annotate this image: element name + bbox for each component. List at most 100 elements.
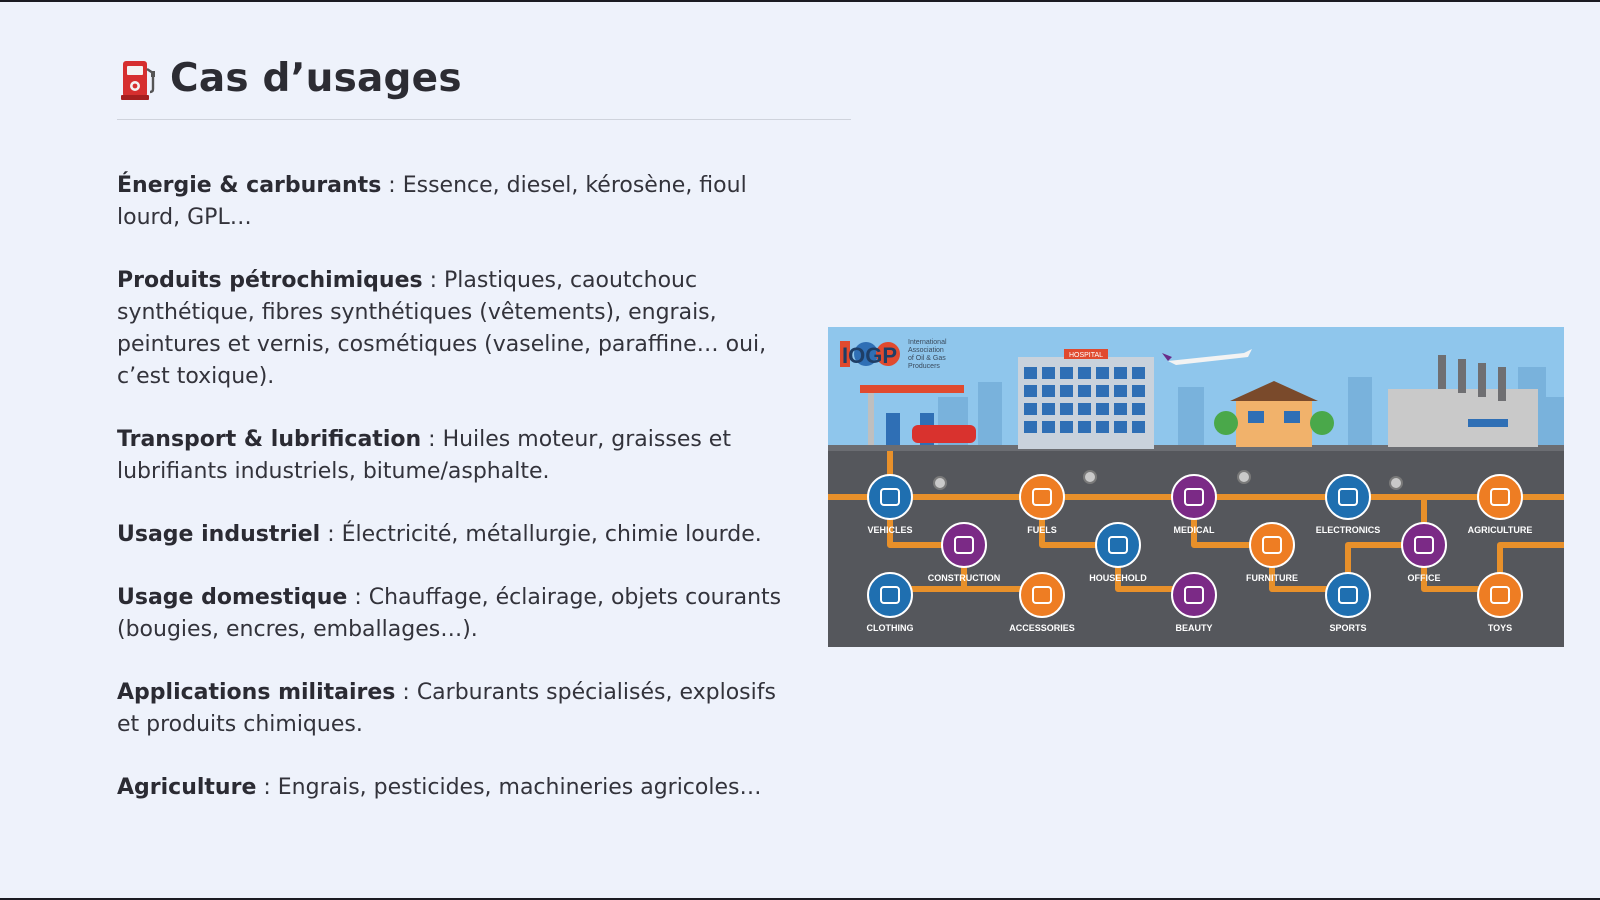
product-category: TOYS	[1477, 572, 1523, 633]
product-category-label: BEAUTY	[1175, 623, 1212, 633]
fuel-icon	[1019, 474, 1065, 520]
skyline-building	[1348, 377, 1372, 449]
window	[1096, 385, 1109, 397]
icon-glyph	[1108, 536, 1128, 554]
iogp-logo: IOGP	[842, 343, 897, 368]
product-category: ACCESSORIES	[1009, 572, 1075, 633]
product-category: CLOTHING	[867, 572, 914, 633]
org-name-line: of Oil & Gas	[908, 355, 946, 362]
car-icon	[867, 474, 913, 520]
window	[1060, 385, 1073, 397]
cosmetics-icon	[1171, 572, 1217, 618]
product-category-label: TOYS	[1488, 623, 1512, 633]
fuel-pump-icon	[121, 60, 155, 100]
page-title: Cas d’usages	[170, 56, 462, 101]
window	[1248, 411, 1264, 423]
window	[1078, 403, 1091, 415]
skyline-building	[1538, 397, 1564, 449]
use-case-item: Énergie & carburants : Essence, diesel, …	[117, 170, 797, 234]
icon-glyph	[1490, 586, 1510, 604]
skyline-building	[1178, 387, 1204, 449]
use-case-text: Essence, diesel, kérosène, fioul lourd, …	[117, 173, 747, 230]
icon-glyph	[1184, 586, 1204, 604]
product-category-label: ELECTRONICS	[1316, 525, 1381, 535]
product-category: OFFICE	[1401, 522, 1447, 583]
icon-glyph	[1032, 586, 1052, 604]
use-case-label: Énergie & carburants	[117, 173, 382, 198]
icon-glyph	[1338, 586, 1358, 604]
factory-window	[1468, 419, 1508, 427]
use-case-item: Applications militaires : Carburants spé…	[117, 677, 797, 741]
product-category-label: HOUSEHOLD	[1089, 573, 1147, 583]
airplane-tail	[1162, 353, 1172, 361]
use-case-item: Produits pétrochimiques : Plastiques, ca…	[117, 265, 797, 393]
icon-glyph	[954, 536, 974, 554]
product-category-label: OFFICE	[1408, 573, 1441, 583]
product-category: HOUSEHOLD	[1089, 522, 1147, 583]
use-case-text: Engrais, pesticides, machineries agricol…	[277, 775, 762, 800]
window	[1078, 367, 1091, 379]
shirt-icon	[867, 572, 913, 618]
factory	[1388, 389, 1538, 447]
product-category: AGRICULTURE	[1468, 474, 1532, 535]
product-category-label: ACCESSORIES	[1009, 623, 1075, 633]
chair-icon	[1249, 522, 1295, 568]
window	[1132, 421, 1145, 433]
utensils-icon	[1095, 522, 1141, 568]
valve	[1237, 470, 1251, 484]
product-category-label: FURNITURE	[1246, 573, 1298, 583]
use-case-separator: :	[256, 775, 278, 800]
laptop-icon	[1401, 522, 1447, 568]
logo-mark	[840, 341, 850, 367]
window	[1042, 421, 1055, 433]
airplane	[1168, 349, 1252, 365]
gas-station-pillar	[868, 393, 874, 445]
window	[1096, 367, 1109, 379]
window	[1042, 403, 1055, 415]
road	[828, 445, 1564, 451]
use-case-label: Usage domestique	[117, 585, 348, 610]
use-case-separator: :	[320, 522, 342, 547]
use-case-label: Transport & lubrification	[117, 427, 422, 452]
window	[1114, 421, 1127, 433]
product-category-label: VEHICLES	[867, 525, 912, 535]
product-category-label: SPORTS	[1329, 623, 1366, 633]
gas-station-roof	[860, 385, 964, 393]
car	[912, 425, 976, 443]
org-name-line: Association	[908, 347, 944, 354]
use-case-text: Plastiques, caoutchouc synthétique, fibr…	[117, 268, 767, 389]
use-case-item: Usage industriel : Électricité, métallur…	[117, 519, 797, 551]
org-name-line: International	[908, 339, 947, 346]
product-category: MEDICAL	[1171, 474, 1217, 535]
window	[1078, 385, 1091, 397]
product-category: CONSTRUCTION	[928, 522, 1001, 583]
use-case-text: Huiles moteur, graisses et lubrifiants i…	[117, 427, 731, 484]
window	[1024, 403, 1037, 415]
product-category: FUELS	[1019, 474, 1065, 535]
window	[1132, 367, 1145, 379]
product-category-label: FUELS	[1027, 525, 1057, 535]
top-border	[0, 0, 1600, 2]
title-divider	[117, 119, 851, 120]
window	[1060, 403, 1073, 415]
product-category-label: MEDICAL	[1174, 525, 1215, 535]
window	[1024, 421, 1037, 433]
hospital-sign	[1064, 349, 1108, 359]
use-case-separator: :	[347, 585, 369, 610]
house	[1236, 399, 1312, 447]
bottom-border	[0, 898, 1600, 900]
logo-mark	[854, 342, 878, 366]
window	[1114, 403, 1127, 415]
leaf-icon	[1477, 474, 1523, 520]
tree	[1310, 411, 1334, 435]
product-category: VEHICLES	[867, 474, 913, 535]
product-category: ELECTRONICS	[1316, 474, 1381, 535]
chimney	[1438, 355, 1446, 389]
window	[1096, 421, 1109, 433]
window	[1096, 403, 1109, 415]
tree	[1214, 411, 1238, 435]
product-category: FURNITURE	[1246, 522, 1298, 583]
product-category-label: CONSTRUCTION	[928, 573, 1001, 583]
valve	[933, 476, 947, 490]
